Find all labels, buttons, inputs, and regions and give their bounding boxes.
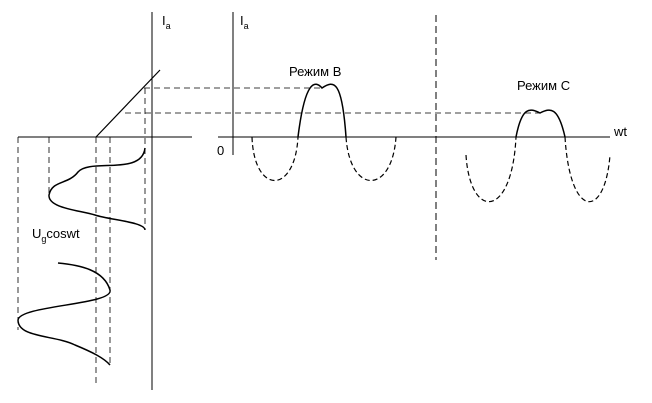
grid-voltage-label: Ugcoswt bbox=[32, 226, 80, 244]
mode-c-pulse bbox=[515, 109, 566, 138]
transfer-characteristic-line bbox=[95, 69, 161, 138]
origin-label: 0 bbox=[217, 143, 224, 158]
grid-voltage-curve-upper bbox=[48, 147, 146, 231]
mode-c-label: Режим C bbox=[517, 78, 570, 93]
mode-b-pulse bbox=[297, 83, 347, 138]
mode-c-waveform bbox=[465, 109, 611, 203]
projection-lines bbox=[17, 87, 540, 387]
time-axis-label: wt bbox=[613, 124, 627, 139]
mode-b-cutoff-right bbox=[345, 136, 397, 181]
mode-c-cutoff-right bbox=[564, 136, 611, 203]
right-axis-label: Ia bbox=[240, 13, 249, 31]
mode-b-cutoff-left bbox=[251, 136, 299, 181]
left-axis-label: Ia bbox=[162, 13, 171, 31]
mode-b-label: Режим B bbox=[289, 64, 341, 79]
mode-b-waveform bbox=[251, 83, 397, 181]
mode-c-cutoff-left bbox=[465, 136, 517, 203]
grid-voltage-curve-lower bbox=[17, 262, 111, 366]
